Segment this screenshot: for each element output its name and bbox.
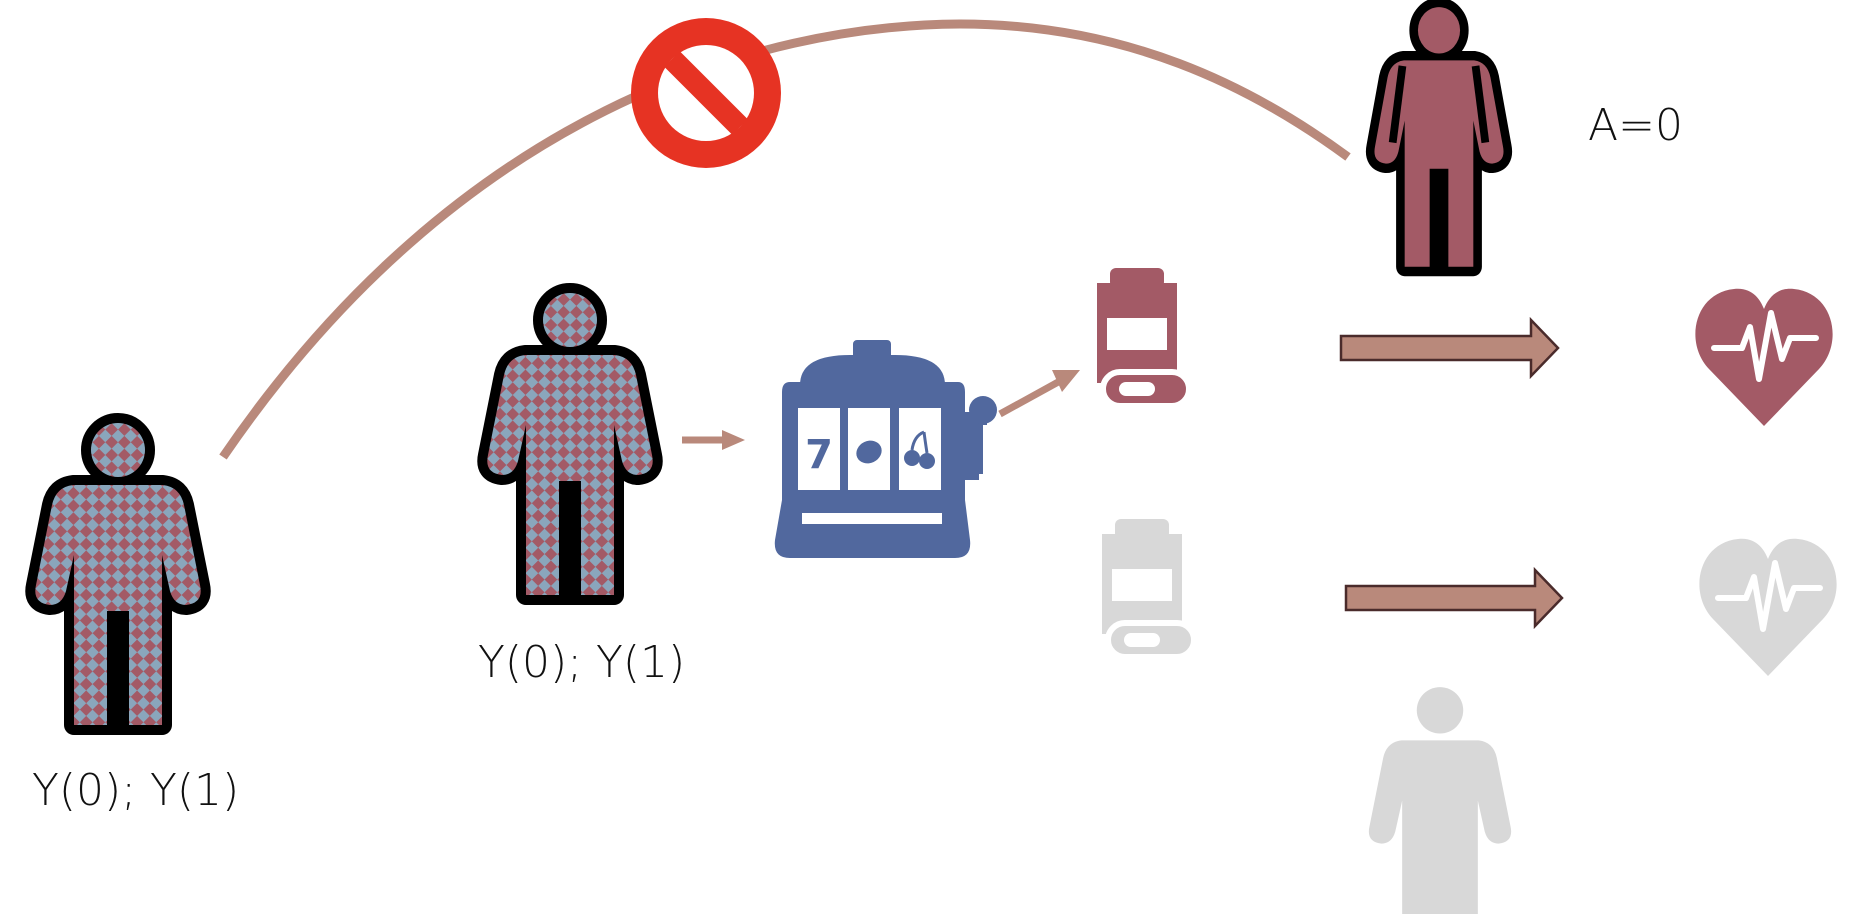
arrow-to-slot-icon [682,430,745,450]
person-left-icon [35,423,200,729]
arrow-to-treatment-icon [998,370,1080,418]
reel-seven: 7 [805,432,833,478]
blocked-arc [219,19,1351,460]
potential-outcomes-left-label: Y(0); Y(1) [32,765,240,816]
heart-outcome-faded-icon [1699,539,1836,676]
slot-machine-icon: 7 [774,340,997,558]
reel-lemon-icon [856,440,882,464]
prohibition-icon [631,18,781,168]
arrow-to-outcome-bottom-icon [1344,566,1564,630]
heart-outcome-active-icon [1695,289,1832,426]
reel-cherries-icon [904,430,935,469]
potential-outcomes-middle-label: Y(0); Y(1) [478,637,686,688]
person-middle-icon [487,293,652,599]
person-treated-icon [1374,7,1503,270]
arrow-to-outcome-top-icon [1339,316,1560,380]
person-faded-icon [1368,687,1512,914]
treatment-assignment-label: A=0 [1588,100,1683,151]
pill-bottle-faded-icon [1102,519,1194,657]
pill-bottle-active-icon [1097,268,1189,406]
